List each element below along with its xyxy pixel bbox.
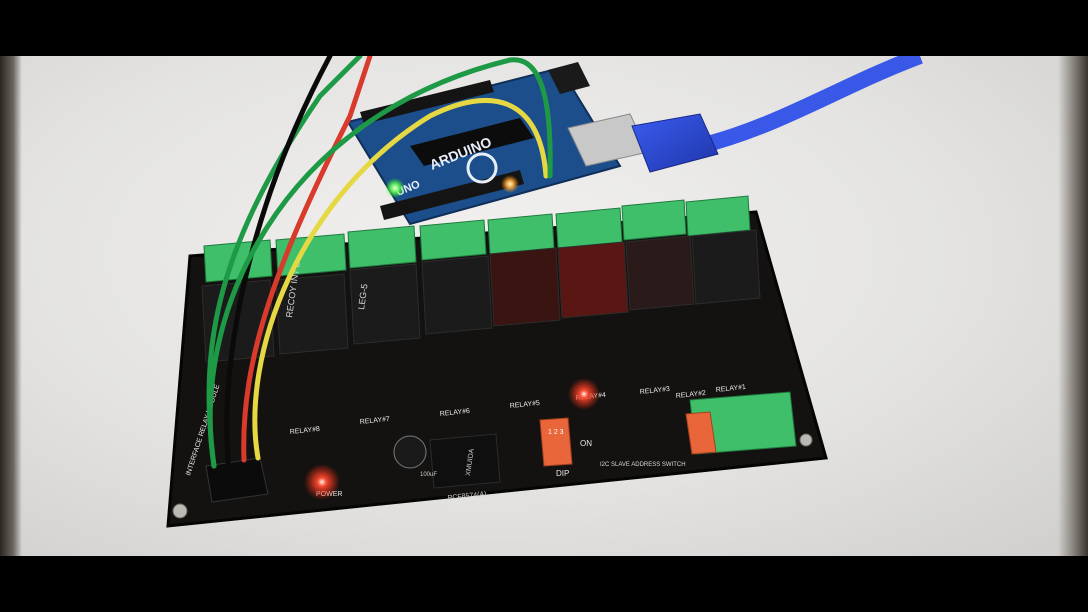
photo-left-edge — [0, 56, 22, 556]
relay-1 — [691, 229, 761, 305]
dip-switch — [539, 417, 573, 467]
usb-cable — [631, 56, 923, 173]
capacitor — [393, 435, 427, 469]
relay-label-7: RELAY#7 — [359, 416, 390, 426]
relay-5 — [421, 255, 493, 335]
jumper-wires — [206, 56, 553, 469]
relay-6 — [349, 263, 421, 345]
relay-4 — [489, 247, 561, 327]
dip-numbers: 1 2 3 — [548, 429, 564, 436]
arduino-uno-board: ARDUINO UNO — [346, 62, 649, 226]
relay-label-1: RELAY#1 — [715, 384, 746, 394]
relay-label-2: RELAY#2 — [675, 390, 706, 400]
capacitor-label: 100uF — [420, 472, 437, 478]
photo-area: ARDUINO UNO — [0, 56, 1088, 556]
pcf8574-chip — [429, 433, 501, 489]
relay-label-6: RELAY#6 — [439, 408, 470, 418]
dip-label: DIP — [556, 469, 569, 478]
relay-board-scene: ARDUINO UNO — [166, 56, 923, 528]
dip-on-label: ON — [580, 439, 592, 448]
relay-indicator-led — [568, 378, 600, 410]
relay-model-text: LEG-5 — [356, 283, 370, 310]
relay-7 — [275, 273, 349, 355]
relay-label-5: RELAY#5 — [509, 400, 540, 410]
terminal-blocks — [203, 195, 797, 455]
chip-part-label: PCF8574(A) — [447, 491, 486, 502]
photo-right-edge — [1058, 56, 1088, 556]
power-led — [304, 464, 340, 500]
power-terminal-orange — [685, 411, 717, 455]
arduino-power-led — [385, 178, 405, 198]
relay-3 — [557, 241, 629, 319]
relay-label-8: RELAY#8 — [289, 426, 320, 436]
chip-label: XMUIDA — [465, 448, 476, 476]
arduino-logo-icon — [466, 152, 498, 184]
relay-2 — [625, 235, 695, 311]
address-switch-label: I2C SLAVE ADDRESS SWITCH — [600, 462, 686, 468]
arduino-status-led — [501, 175, 519, 193]
relay-label-3: RELAY#3 — [639, 386, 670, 396]
